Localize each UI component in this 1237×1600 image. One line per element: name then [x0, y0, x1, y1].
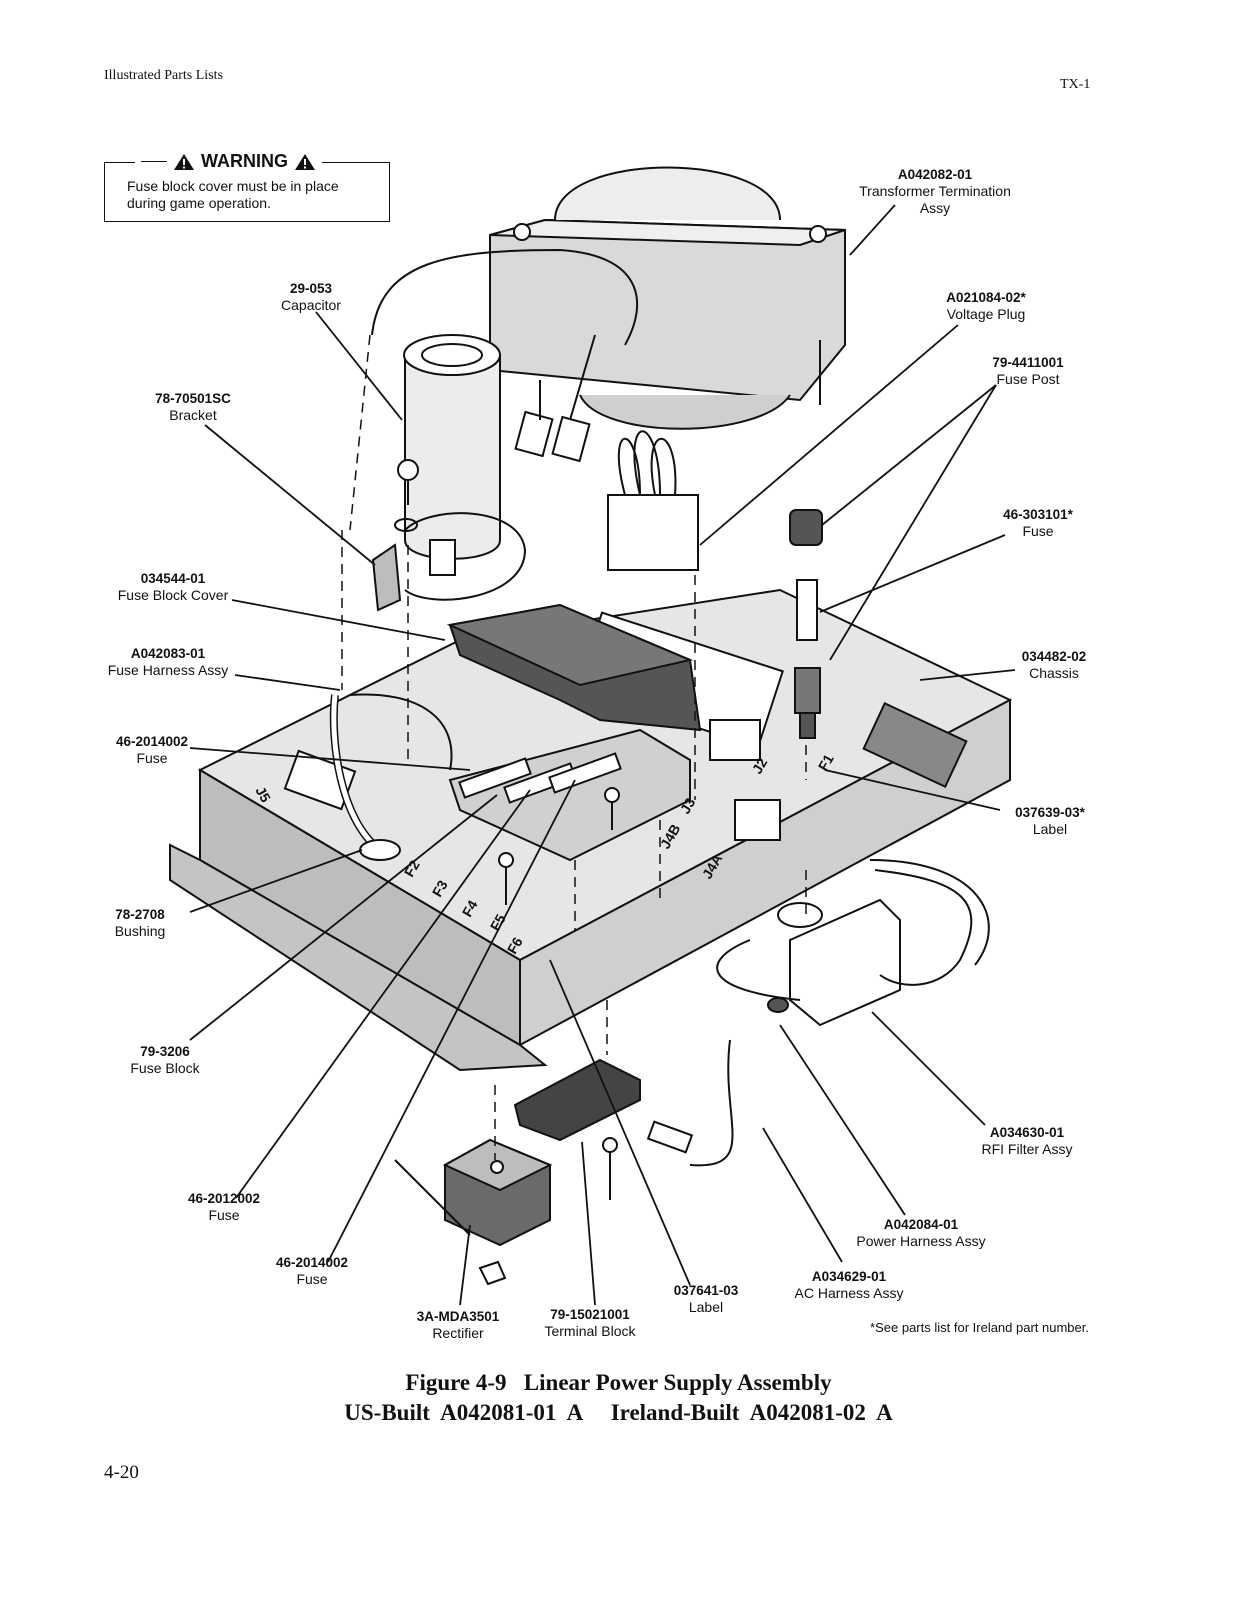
page-number: 4-20	[104, 1462, 139, 1483]
bracket-shape	[371, 459, 419, 612]
callout-fuse-harness: A042083-01 Fuse Harness Assy	[107, 646, 229, 678]
transformer	[489, 166, 846, 430]
callout-fuse-46-2012002: 46-2012002 Fuse	[187, 1191, 261, 1223]
callout-bracket: 78-70501SC Bracket	[155, 391, 231, 423]
callout-label-037641: 037641-03 Label	[673, 1283, 739, 1315]
callout-fuse-post: 79-4411001 Fuse Post	[992, 355, 1064, 387]
board-label-f2: F2	[401, 857, 423, 879]
board-label-j3: J3	[677, 795, 699, 817]
rectifier	[394, 1138, 553, 1286]
callout-fuse-block: 79-3206 Fuse Block	[130, 1044, 200, 1076]
callout-ac-harness: A034629-01 AC Harness Assy	[794, 1269, 904, 1301]
callout-transformer-termination: A042082-01 Transformer Termination Assy	[859, 167, 1011, 216]
warning-line-1: Fuse block cover must be in place	[127, 178, 339, 194]
running-header-right: TX-1	[1060, 77, 1091, 92]
warning-title-text: WARNING	[201, 151, 288, 171]
board-label-f6: F6	[504, 934, 526, 956]
warning-box: WARNING Fuse block cover must be in plac…	[104, 151, 390, 222]
rfi-filter	[777, 898, 901, 1027]
fuse-block	[448, 728, 691, 862]
callout-fuse-46-303101: 46-303101* Fuse	[1003, 507, 1073, 539]
callout-terminal-block: 79-15021001 Terminal Block	[544, 1307, 636, 1339]
board-label-j2: J2	[749, 755, 771, 777]
callout-bushing: 78-2708 Bushing	[114, 907, 166, 939]
board-label-j5: J5	[252, 784, 274, 806]
ireland-footnote: *See parts list for Ireland part number.	[870, 1320, 1089, 1335]
fuse-post	[789, 509, 823, 739]
board-label-f3: F3	[429, 877, 451, 899]
callout-fuse-block-cover: 034544-01 Fuse Block Cover	[117, 571, 229, 603]
callout-voltage-plug: A021084-02* Voltage Plug	[946, 290, 1026, 322]
board-label-f1: F1	[815, 751, 837, 773]
callout-fuse-46-2014002-b: 46-2014002 Fuse	[275, 1255, 349, 1287]
callout-rectifier: 3A-MDA3501 Rectifier	[416, 1309, 500, 1341]
warning-title: WARNING	[135, 151, 322, 172]
callout-rfi-filter: A034630-01 RFI Filter Assy	[981, 1125, 1073, 1157]
figure-caption-title: Figure 4-9 Linear Power Supply Assembly	[405, 1370, 832, 1395]
callout-chassis: 034482-02 Chassis	[1021, 649, 1087, 681]
figure-caption-subtitle: US-Built A042081-01 A Ireland-Built A042…	[344, 1400, 893, 1425]
fuse-block-cover	[446, 603, 702, 732]
callout-capacitor: 29-053 Capacitor	[281, 281, 341, 313]
capacitor	[403, 334, 501, 576]
board-label-f4: F4	[459, 897, 481, 919]
voltage-plug	[607, 430, 699, 571]
warning-triangle-icon	[295, 153, 315, 170]
callout-fuse-46-2014002-a: 46-2014002 Fuse	[115, 734, 189, 766]
running-header-left: Illustrated Parts Lists	[104, 68, 223, 83]
warning-triangle-icon	[174, 153, 194, 170]
callout-label-037639: 037639-03* Label	[1015, 805, 1085, 837]
board-label-f5: F5	[487, 911, 509, 933]
terminal-block	[513, 1058, 641, 1142]
callout-power-harness: A042084-01 Power Harness Assy	[856, 1217, 986, 1249]
warning-line-2: during game operation.	[127, 195, 271, 211]
